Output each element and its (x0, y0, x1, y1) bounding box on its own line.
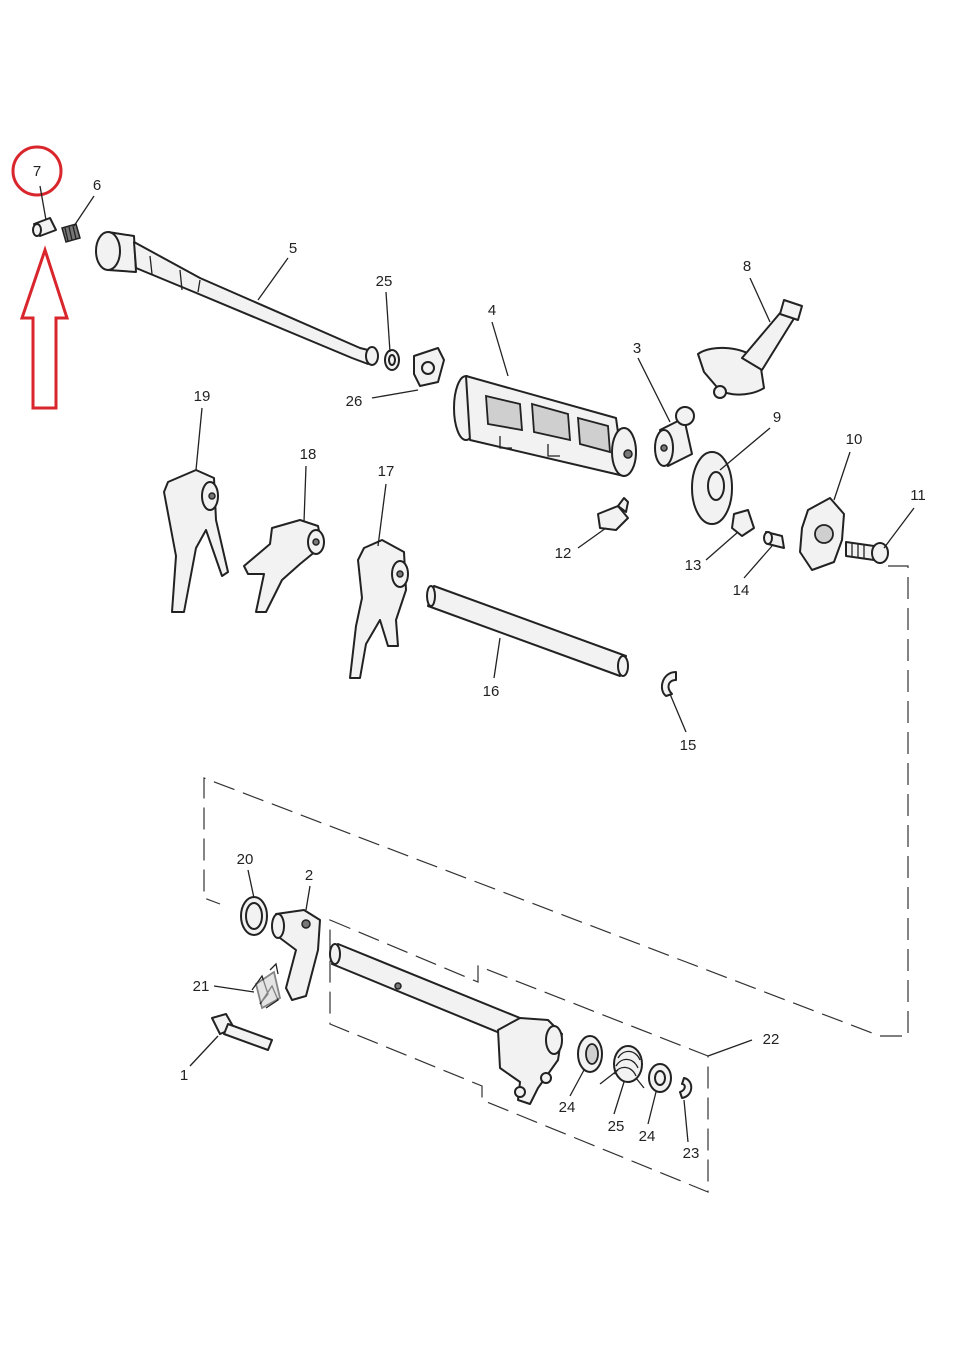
highlight-marker (11, 145, 70, 410)
part-5-shift-shaft (95, 231, 379, 366)
callout-26: 25 (376, 273, 393, 290)
callout-10: 10 (846, 431, 863, 448)
part-23-circlip (679, 1077, 693, 1099)
part-1-pivot-stud (211, 1013, 273, 1051)
highlight-circle (11, 145, 63, 197)
assembly-boundary (203, 565, 909, 1193)
callout-13: 13 (685, 557, 702, 574)
callout-14: 14 (733, 582, 750, 599)
callout-9: 9 (773, 409, 781, 426)
part-7-detent-plunger (32, 217, 57, 237)
part-16-fork-shaft (426, 585, 629, 677)
callout-27: 26 (346, 393, 363, 410)
callout-7: 7 (33, 163, 41, 180)
part-24a-bush (577, 1035, 603, 1073)
callout-22: 22 (763, 1031, 780, 1048)
callout-2: 2 (305, 867, 313, 884)
part-3-drum-cam (654, 406, 695, 467)
callout-21: 21 (193, 978, 210, 995)
callout-12: 12 (555, 545, 572, 562)
part-22-selector-shaft-assembly (329, 943, 563, 1105)
part-21-return-spring (251, 962, 282, 1010)
callout-1: 1 (180, 1067, 188, 1084)
callout-24b: 24 (639, 1128, 656, 1145)
part-24b-washer (648, 1063, 672, 1093)
part-10-detent-wheel (799, 497, 845, 571)
callout-4: 4 (488, 302, 496, 319)
part-15-circlip (660, 671, 677, 697)
part-19-selector-fork (163, 469, 229, 613)
part-12-bolt (597, 497, 629, 531)
callout-15: 15 (680, 737, 697, 754)
part-4-selector-drum (453, 375, 637, 477)
part-27-locking-plate (413, 347, 445, 387)
part-26-washer (384, 349, 400, 371)
callout-16: 16 (483, 683, 500, 700)
part-20-o-ring (240, 896, 268, 936)
leader-lines (39, 185, 915, 1143)
callout-18: 18 (300, 446, 317, 463)
part-11-bolt (845, 541, 889, 564)
callout-25: 25 (608, 1118, 625, 1135)
part-9-washer (691, 451, 733, 525)
callout-6: 6 (93, 177, 101, 194)
part-18-selector-fork (243, 519, 325, 613)
part-14-dowel (763, 531, 785, 549)
callout-19: 19 (194, 388, 211, 405)
callout-23: 23 (683, 1145, 700, 1162)
part-13-locating-plate (731, 509, 755, 537)
part-17-selector-fork (349, 539, 409, 679)
part-8-selector-arm (697, 299, 803, 399)
highlight-arrow (19, 245, 70, 410)
callout-24a: 24 (559, 1099, 576, 1116)
callout-17: 17 (378, 463, 395, 480)
callout-5: 5 (289, 240, 297, 257)
callout-8: 8 (743, 258, 751, 275)
part-25-centering-spring (599, 1045, 645, 1089)
callout-labels: 7 6 5 25 26 4 3 8 9 10 11 12 13 14 15 16… (33, 163, 926, 1162)
callout-11: 11 (910, 487, 926, 504)
callout-20: 20 (237, 851, 254, 868)
part-6-detent-spring (61, 223, 81, 243)
callout-3: 3 (633, 340, 641, 357)
part-2-shift-lever (271, 909, 321, 1001)
